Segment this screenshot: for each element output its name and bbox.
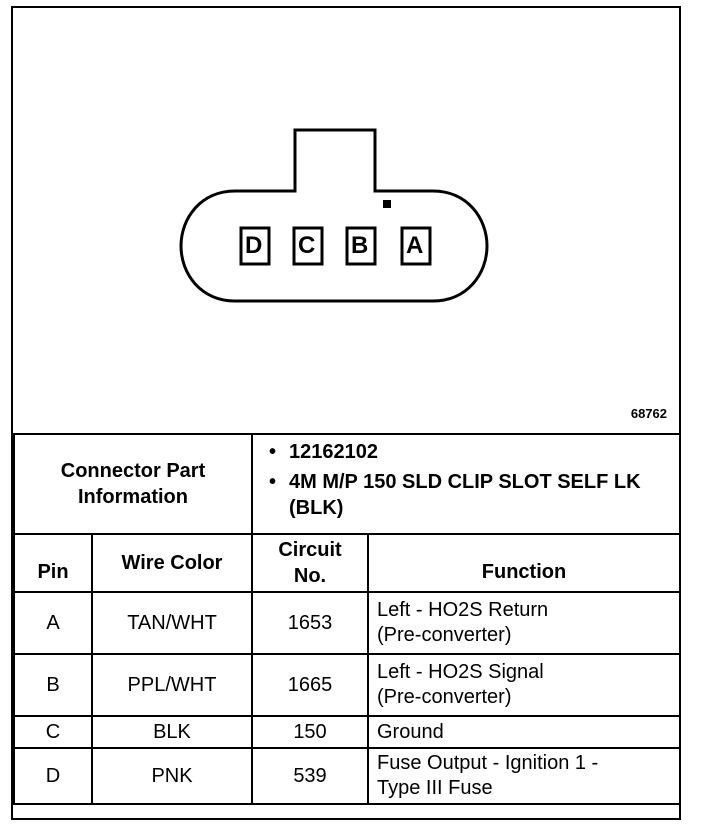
cell-circuit: 539 [251,747,369,805]
cell-pin: B [13,653,93,717]
cell-function: Left - HO2S Signal (Pre-converter) [367,653,681,717]
connector-part-number: 12162102 [263,439,669,465]
table-header-row: Pin Wire Color Circuit No. Function [13,533,681,593]
pin-label-c: C [298,232,316,259]
pin-label-d: D [245,232,263,259]
cell-wire-color: TAN/WHT [91,591,253,655]
pin-label-a: A [406,232,424,259]
connector-diagram: D C B A 68762 [13,8,679,432]
connector-part-info: Connector Part Information 12162102 4M M… [13,433,681,535]
connector-part-title-line1: Connector Part [60,460,206,482]
table-row: B PPL/WHT 1665 Left - HO2S Signal (Pre-c… [13,653,681,717]
function-line1: Left - HO2S Signal [377,661,544,683]
header-circuit-no: Circuit No. [251,533,369,593]
figure-id: 68762 [630,406,667,421]
pin-a-marker [383,200,391,208]
function-line1: Ground [377,720,444,743]
cell-wire-color: PPL/WHT [91,653,253,717]
connector-description: 4M M/P 150 SLD CLIP SLOT SELF LK (BLK) [263,469,669,521]
pin-label-b: B [351,232,369,259]
cell-pin: C [13,715,93,749]
function-line1: Fuse Output - Ignition 1 - [377,752,599,774]
connector-part-title-line2: Information [78,486,188,508]
table-row: D PNK 539 Fuse Output - Ignition 1 - Typ… [13,747,681,805]
header-wire-color: Wire Color [91,533,253,593]
cell-pin: A [13,591,93,655]
table-row: C BLK 150 Ground [13,715,681,749]
cell-circuit: 1665 [251,653,369,717]
cell-function: Ground [367,715,681,749]
connector-face-drawing [179,128,489,303]
cell-function: Fuse Output - Ignition 1 - Type III Fuse [367,747,681,805]
function-line2: (Pre-converter) [377,624,512,646]
cell-function: Left - HO2S Return (Pre-converter) [367,591,681,655]
pin-cavity-c [292,226,324,266]
table-row: A TAN/WHT 1653 Left - HO2S Return (Pre-c… [13,591,681,655]
header-circuit-line1: Circuit [278,539,342,561]
function-line2: (Pre-converter) [377,686,512,708]
connector-outline [179,128,489,303]
function-line2: Type III Fuse [377,777,493,799]
header-pin: Pin [13,533,93,593]
cell-circuit: 1653 [251,591,369,655]
connector-part-list: 12162102 4M M/P 150 SLD CLIP SLOT SELF L… [251,433,681,535]
function-line1: Left - HO2S Return [377,599,549,621]
cell-wire-color: PNK [91,747,253,805]
cell-pin: D [13,747,93,805]
header-function: Function [367,533,681,593]
connector-part-title: Connector Part Information [13,433,253,535]
figure-frame: D C B A 68762 Connector Part Information… [11,6,681,820]
cell-wire-color: BLK [91,715,253,749]
pin-table: Pin Wire Color Circuit No. Function A TA… [13,533,681,805]
pin-cavity-d [239,226,271,266]
pin-cavity-a [400,226,432,266]
cell-circuit: 150 [251,715,369,749]
header-circuit-line2: No. [293,565,327,587]
pin-cavity-b [345,226,377,266]
